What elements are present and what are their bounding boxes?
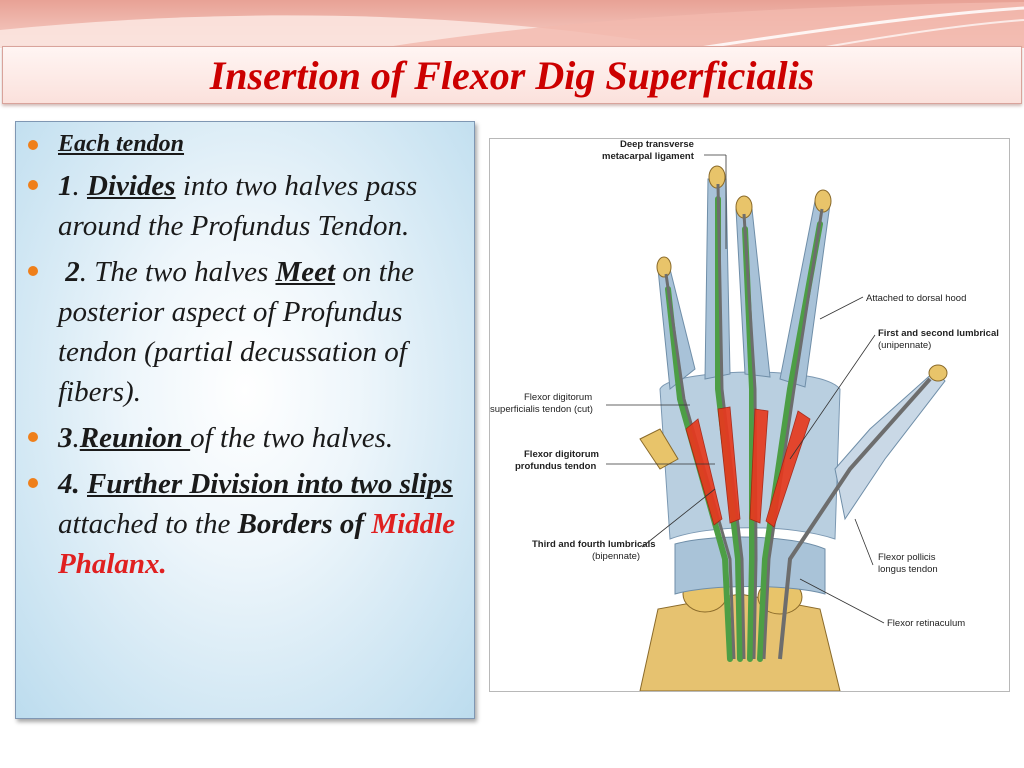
label-dorsal-hood: Attached to dorsal hood: [866, 293, 966, 304]
bullet-punct: .: [72, 170, 87, 202]
hand-anatomy-figure: Deep transverse metacarpal ligament Atta…: [489, 138, 1010, 692]
bullet-text: attached to the: [58, 508, 238, 540]
label-fdp-1: Flexor digitorum: [524, 449, 599, 460]
bullet-punct: .: [72, 422, 80, 454]
bullet-list: Each tendon 1. Divides into two halves p…: [28, 128, 460, 584]
keyword-middle-phalanx: Middle Phalanx.: [58, 508, 456, 580]
bullet-number: 2: [65, 256, 80, 288]
bullet-dot-icon: [28, 266, 38, 276]
bullet-dot-icon: [28, 432, 38, 442]
fpl-tendon: [778, 377, 932, 660]
lumbrical-muscles: [685, 406, 811, 528]
keyword-further-division: Further Division into two slips: [87, 468, 453, 500]
thumb-shape: [834, 370, 946, 521]
bullet-text: of the two halves.: [190, 422, 394, 454]
bullet-dot-icon: [28, 180, 38, 190]
top-decorative-band: [0, 0, 1024, 48]
label-lumbricals-3-4-b: (bipennate): [592, 551, 640, 562]
bullet-bold-text: Borders of: [237, 508, 372, 540]
keyword-divides: Divides: [87, 170, 176, 202]
keyword-reunion: Reunion: [79, 422, 191, 454]
label-fdp-2: profundus tendon: [515, 461, 596, 472]
label-flexor-retinaculum: Flexor retinaculum: [887, 618, 965, 629]
bullet-number: 3: [58, 422, 73, 454]
label-lumbricals-1-2-a: First and second lumbrical: [878, 328, 999, 339]
bullet-reunion: 3.Reunion of the two halves.: [28, 418, 460, 458]
bullet-number: 1: [58, 170, 73, 202]
fingers: [656, 165, 832, 390]
label-lumbricals-3-4-a: Third and fourth lumbricals: [532, 539, 656, 550]
bullet-text-panel: Each tendon 1. Divides into two halves p…: [15, 121, 475, 719]
slide-title: Insertion of Flexor Dig Superficialis: [209, 53, 815, 98]
label-fds-1: Flexor digitorum: [524, 392, 592, 403]
bullet-number: 4.: [58, 468, 87, 500]
bullet-meet: 2. The two halves Meet on the posterior …: [28, 252, 460, 412]
bullet-each-tendon: Each tendon: [28, 128, 460, 160]
label-leader-lines: [606, 154, 885, 624]
label-fpl-2: longus tendon: [878, 564, 938, 575]
bullet-dot-icon: [28, 140, 38, 150]
keyword-meet: Meet: [275, 256, 336, 288]
label-deep-transverse-1: Deep transverse: [620, 139, 694, 150]
bullet-further-division: 4. Further Division into two slips attac…: [28, 464, 460, 584]
bullet-dot-icon: [28, 478, 38, 488]
bullet-text: . The two halves: [79, 256, 276, 288]
label-fds-2: superficialis tendon (cut): [490, 404, 593, 415]
label-deep-transverse-2: metacarpal ligament: [602, 151, 695, 162]
bullet-text: on the posterior aspect of Profundus ten…: [58, 256, 415, 408]
bullet-divides: 1. Divides into two halves pass around t…: [28, 166, 460, 246]
bullet-text: into two halves pass around the Profundu…: [58, 170, 418, 242]
hand-anatomy-illustration: Deep transverse metacarpal ligament Atta…: [490, 139, 999, 692]
bullet-each-tendon-text: Each tendon: [58, 131, 185, 157]
title-bar: Insertion of Flexor Dig Superficialis: [2, 46, 1022, 104]
label-lumbricals-1-2-b: (unipennate): [878, 340, 931, 351]
label-fpl-1: Flexor pollicis: [878, 552, 936, 563]
